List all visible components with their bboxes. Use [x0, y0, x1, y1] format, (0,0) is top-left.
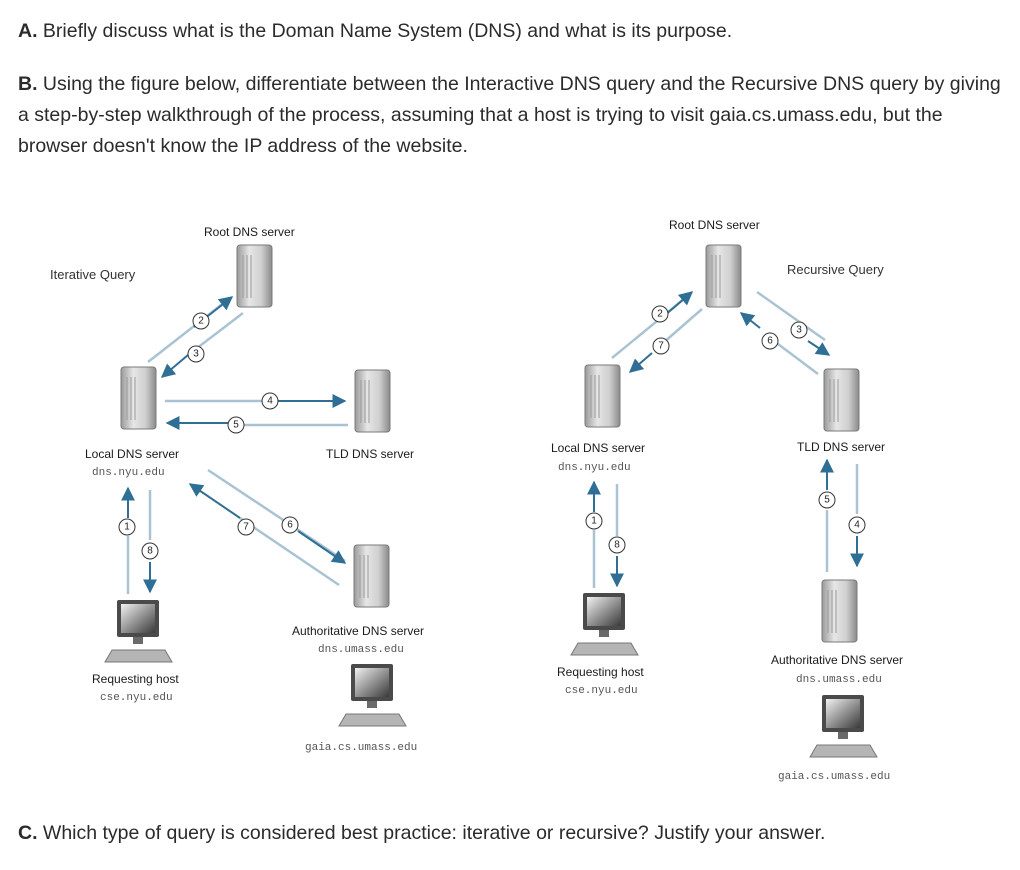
iterative-step-2: 2 — [192, 312, 210, 330]
iterative-arrow-7-tail — [239, 516, 340, 587]
svg-text:6: 6 — [767, 336, 773, 347]
question-c-text: Which type of query is considered best p… — [42, 822, 826, 844]
recursive-root-server-icon — [705, 244, 742, 308]
recursive-auth-host: dns.umass.edu — [796, 674, 882, 686]
iterative-root-server-icon — [236, 244, 273, 308]
svg-text:6: 6 — [287, 520, 293, 531]
recursive-target-host-icon — [809, 695, 878, 758]
svg-text:7: 7 — [243, 522, 249, 533]
iterative-arrow-7 — [188, 483, 241, 519]
question-b-text: Using the figure below, differentiate be… — [18, 73, 1001, 157]
question-b: B. Using the figure below, differentiate… — [18, 69, 1008, 162]
iterative-caption: Iterative Query — [50, 267, 136, 282]
svg-text:3: 3 — [796, 325, 802, 336]
svg-text:1: 1 — [591, 516, 597, 527]
iterative-requesting-host-icon — [104, 600, 173, 663]
iterative-step-1: 1 — [118, 518, 136, 536]
recursive-step-4: 4 — [848, 516, 866, 534]
svg-text:4: 4 — [267, 396, 273, 407]
svg-text:8: 8 — [147, 546, 153, 557]
recursive-step-2: 2 — [651, 305, 669, 323]
recursive-step-3: 3 — [790, 321, 808, 339]
svg-text:7: 7 — [658, 341, 664, 352]
recursive-arrow-7 — [628, 352, 653, 373]
iterative-tld-server-icon — [354, 369, 391, 433]
svg-text:2: 2 — [657, 309, 663, 320]
recursive-step-5: 5 — [818, 491, 836, 509]
recursive-local-host: dns.nyu.edu — [558, 462, 631, 474]
iterative-step-3: 3 — [187, 345, 205, 363]
iterative-step-6: 6 — [281, 516, 299, 534]
iterative-target-label: gaia.cs.umass.edu — [305, 742, 417, 754]
recursive-diagram: Recursive Query Root D — [551, 218, 903, 783]
recursive-arrow-3-tail — [756, 290, 826, 342]
iterative-auth-host: dns.umass.edu — [318, 644, 404, 656]
iterative-step-4: 4 — [261, 392, 279, 410]
recursive-target-label: gaia.cs.umass.edu — [778, 771, 890, 783]
iterative-local-server-icon — [120, 366, 157, 430]
iterative-step-8: 8 — [141, 542, 159, 560]
iterative-auth-server-icon — [353, 544, 390, 608]
recursive-local-server-icon — [584, 364, 621, 428]
recursive-req-host: cse.nyu.edu — [565, 685, 638, 697]
iterative-tld-label: TLD DNS server — [326, 447, 414, 461]
iterative-arrow-6 — [297, 530, 347, 564]
recursive-tld-server-icon — [823, 368, 860, 432]
iterative-step-5: 5 — [227, 416, 245, 434]
recursive-root-label: Root DNS server — [669, 218, 760, 232]
iterative-local-label: Local DNS server — [85, 447, 179, 461]
recursive-step-7: 7 — [652, 337, 670, 355]
iterative-target-host-icon — [338, 664, 407, 727]
iterative-root-label: Root DNS server — [204, 225, 295, 239]
recursive-tld-label: TLD DNS server — [797, 440, 885, 454]
iterative-step-7: 7 — [237, 518, 255, 536]
svg-text:4: 4 — [854, 520, 860, 531]
svg-text:2: 2 — [198, 316, 204, 327]
recursive-local-label: Local DNS server — [551, 441, 645, 455]
iterative-req-label: Requesting host — [92, 672, 179, 686]
svg-text:5: 5 — [233, 420, 239, 431]
recursive-step-1: 1 — [585, 512, 603, 530]
question-b-letter: B. — [18, 73, 38, 95]
question-c-letter: C. — [18, 822, 38, 844]
recursive-caption: Recursive Query — [787, 262, 884, 277]
svg-text:5: 5 — [824, 495, 830, 506]
recursive-auth-label: Authoritative DNS server — [771, 653, 903, 667]
iterative-auth-label: Authoritative DNS server — [292, 624, 424, 638]
recursive-arrow-3 — [807, 340, 831, 356]
question-c: C. Which type of query is considered bes… — [18, 818, 1008, 849]
svg-text:8: 8 — [614, 540, 620, 551]
question-a-letter: A. — [18, 20, 38, 42]
recursive-arrow-6-tail — [769, 337, 819, 375]
iterative-req-host: cse.nyu.edu — [100, 692, 173, 704]
recursive-step-6: 6 — [761, 332, 779, 350]
iterative-arrow-3 — [160, 354, 189, 378]
svg-text:1: 1 — [124, 522, 130, 533]
recursive-requesting-host-icon — [570, 593, 639, 656]
iterative-diagram: Iterative Query — [50, 225, 424, 754]
question-a: A. Briefly discuss what is the Doman Nam… — [18, 16, 1008, 47]
recursive-arrow-2 — [663, 291, 694, 317]
iterative-arrow-6-tail — [207, 468, 346, 563]
recursive-auth-server-icon — [821, 579, 858, 643]
svg-text:3: 3 — [193, 349, 199, 360]
iterative-local-host: dns.nyu.edu — [92, 467, 165, 479]
recursive-req-label: Requesting host — [557, 665, 644, 679]
recursive-arrow-6 — [739, 312, 761, 329]
recursive-step-8: 8 — [608, 536, 626, 554]
question-a-text: Briefly discuss what is the Doman Name S… — [42, 20, 733, 42]
